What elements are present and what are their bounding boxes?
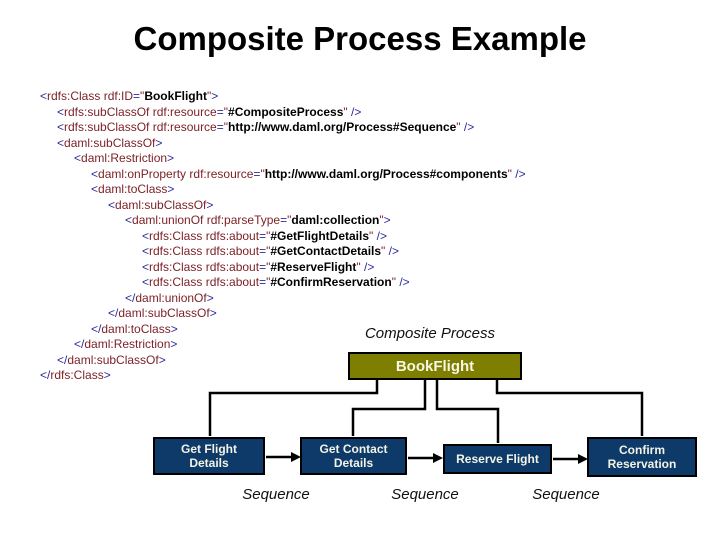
sequence-label-1: Sequence [242, 486, 310, 503]
code-line: <rdfs:subClassOf rdf:resource="http://ww… [57, 120, 475, 134]
code-line: <daml:toClass> [91, 182, 175, 196]
process-box-label-line: Details [189, 456, 229, 470]
code-line: </daml:subClassOf> [108, 306, 217, 320]
code-line: <daml:unionOf rdf:parseType="daml:collec… [125, 213, 391, 227]
process-box-label-line: Get Contact [319, 442, 388, 456]
process-box-label-line: Reserve Flight [456, 452, 539, 466]
process-box-label-line: Get Flight [181, 442, 237, 456]
process-box-label-line: Confirm [619, 443, 665, 457]
process-box-label-line: Details [333, 456, 374, 470]
code-line: </daml:unionOf> [125, 290, 214, 305]
connector-get-flight [208, 380, 379, 436]
process-box-label-line: Reservation [607, 457, 677, 471]
book-flight-label: BookFlight [395, 357, 475, 375]
code-line: </rdfs:Class> [40, 368, 111, 382]
code-line: <daml:subClassOf> [108, 197, 214, 212]
sequence-label-3: Sequence [532, 486, 600, 503]
code-line: </daml:Restriction> [74, 337, 178, 351]
code-line: <rdfs:subClassOf rdf:resource="#Composit… [57, 104, 362, 119]
slide-title: Composite Process Example [133, 20, 587, 57]
code-block: <rdfs:Class rdf:ID="BookFlight"><rdfs:su… [40, 89, 526, 384]
composite-process-label: Composite Process [364, 325, 496, 342]
code-line: <daml:Restriction> [74, 151, 175, 165]
code-line: <rdfs:Class rdfs:about="#ReserveFlight" … [142, 259, 375, 274]
code-line: <rdfs:Class rdfs:about="#GetFlightDetail… [142, 228, 387, 243]
book-flight-box: BookFlight [348, 352, 522, 380]
sequence-label-2: Sequence [391, 486, 459, 503]
arrow-2-head [433, 453, 443, 463]
code-line: <daml:onProperty rdf:resource="http://ww… [91, 166, 526, 181]
connector-get-contact [351, 380, 427, 436]
process-box-reserve-flight: Reserve Flight [443, 444, 552, 474]
connector-reserve-flight [435, 380, 500, 443]
code-line: <rdfs:Class rdf:ID="BookFlight"> [40, 89, 219, 103]
code-line: <daml:subClassOf> [57, 135, 163, 150]
connector-confirm-reservation [495, 380, 644, 436]
code-line: </daml:toClass> [91, 321, 178, 336]
code-line: </daml:subClassOf> [57, 352, 166, 367]
code-line: <rdfs:Class rdfs:about="#GetContactDetai… [142, 244, 399, 258]
code-line: <rdfs:Class rdfs:about="#ConfirmReservat… [142, 275, 410, 289]
